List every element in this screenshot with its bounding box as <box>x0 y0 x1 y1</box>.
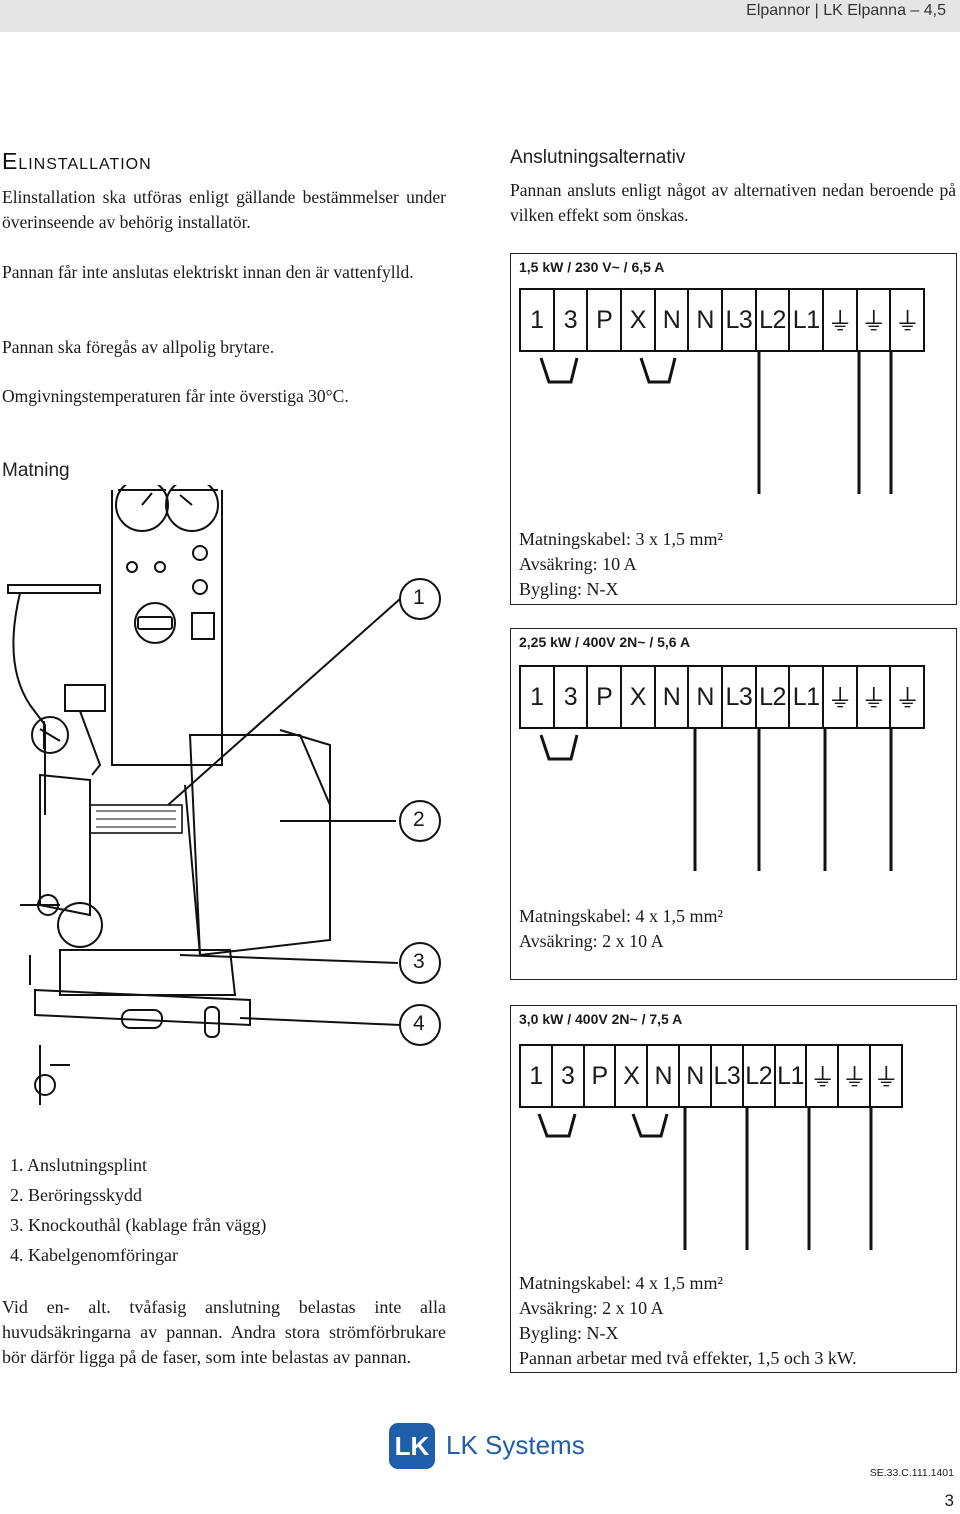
page-number: 3 <box>944 1491 954 1510</box>
option-2-title: 2,25 kW / 400V 2N~ / 5,6 A <box>519 634 691 650</box>
alternatives-heading: Anslutningsalternativ <box>510 147 686 168</box>
ground-icon: ⏚ <box>824 667 858 727</box>
terminal-n2: N <box>689 667 724 727</box>
option-3-bridge: Bygling: N-X <box>519 1323 619 1343</box>
ground-icon: ⏚ <box>873 1064 899 1092</box>
ground-icon: ⏚ <box>839 1046 872 1106</box>
option-3-box: 3,0 kW / 400V 2N~ / 7,5 A 1 3 P X N N L3… <box>510 1005 957 1373</box>
terminal-n1: N <box>656 290 690 350</box>
callout-4: 4 <box>413 1012 425 1035</box>
terminal-n1: N <box>656 667 690 727</box>
terminal-block-1: 1 3 P X N N L3 L2 L1 ⏚ ⏚ ⏚ <box>519 288 925 352</box>
terminal-x: X <box>622 290 656 350</box>
option-3-title: 3,0 kW / 400V 2N~ / 7,5 A <box>519 1011 683 1027</box>
ground-icon: ⏚ <box>894 308 920 336</box>
option-3-fuse: Avsäkring: 2 x 10 A <box>519 1298 664 1318</box>
legend-item-2: 2. Beröringsskydd <box>10 1185 142 1205</box>
terminal-1: 1 <box>521 667 555 727</box>
terminal-l1: L1 <box>790 290 825 350</box>
terminal-l1: L1 <box>776 1046 808 1106</box>
option-3-note: Pannan arbetar med två effekter, 1,5 och… <box>519 1348 857 1368</box>
option-2-box: 2,25 kW / 400V 2N~ / 5,6 A 1 3 P X N N L… <box>510 628 957 980</box>
legend-list: 1. Anslutningsplint 2. Beröringsskydd 3.… <box>10 1150 266 1270</box>
terminal-n2: N <box>689 290 724 350</box>
terminal-p: P <box>588 667 623 727</box>
terminal-l3: L3 <box>712 1046 744 1106</box>
terminal-block-2: 1 3 P X N N L3 L2 L1 ⏚ ⏚ ⏚ <box>519 665 925 729</box>
ground-icon: ⏚ <box>858 667 892 727</box>
wiring-1 <box>539 352 893 494</box>
terminal-x: X <box>616 1046 649 1106</box>
terminal-3: 3 <box>555 667 589 727</box>
callout-2: 2 <box>413 808 425 831</box>
paragraph-4: Omgivningstemperaturen får inte överstig… <box>2 386 349 406</box>
ground-icon: ⏚ <box>824 290 858 350</box>
ground-icon: ⏚ <box>894 685 920 713</box>
terminal-l2: L2 <box>757 290 791 350</box>
terminal-l3: L3 <box>723 290 757 350</box>
terminal-n1: N <box>648 1046 681 1106</box>
header-title: Elpannor | LK Elpanna – 4,5 <box>746 2 946 19</box>
terminal-p: P <box>588 290 623 350</box>
option-2-cable: Matningskabel: 4 x 1,5 mm² <box>519 906 723 926</box>
paragraph-1: Elinstallation ska utföras enligt gällan… <box>2 187 446 232</box>
terminal-n2: N <box>680 1046 712 1106</box>
terminal-l2: L2 <box>757 667 791 727</box>
terminal-l3: L3 <box>723 667 757 727</box>
option-1-cable: Matningskabel: 3 x 1,5 mm² <box>519 529 723 549</box>
alternatives-intro: Pannan ansluts enligt något av alternati… <box>510 180 956 225</box>
option-2-fuse: Avsäkring: 2 x 10 A <box>519 931 664 951</box>
terminal-3: 3 <box>553 1046 585 1106</box>
terminal-l1: L1 <box>790 667 825 727</box>
wiring-2 <box>539 729 893 871</box>
terminal-x: X <box>622 667 656 727</box>
callout-3: 3 <box>413 950 425 973</box>
boiler-illustration <box>7 485 441 1105</box>
ground-icon: ⏚ <box>858 290 892 350</box>
lk-logo-icon: LK <box>389 1423 435 1469</box>
wiring-3 <box>537 1108 873 1250</box>
terminal-block-3: 1 3 P X N N L3 L2 L1 ⏚ ⏚ ⏚ <box>519 1044 903 1108</box>
page-header: Elpannor | LK Elpanna – 4,5 <box>0 0 960 32</box>
lk-logo-letters: LK <box>394 1430 430 1461</box>
legend-item-1: 1. Anslutningsplint <box>10 1155 148 1175</box>
terminal-1: 1 <box>521 1046 553 1106</box>
terminal-1: 1 <box>521 290 555 350</box>
document-code: SE.33.C.111.1401 <box>869 1467 954 1479</box>
brand-name: LK Systems <box>446 1430 585 1460</box>
paragraph-2: Pannan får inte anslutas elektriskt inna… <box>2 262 414 282</box>
callout-1: 1 <box>413 586 425 609</box>
legend-item-4: 4. Kabelgenomföringar <box>10 1245 178 1265</box>
section-title: Elinstallation <box>2 148 152 174</box>
option-3-cable: Matningskabel: 4 x 1,5 mm² <box>519 1273 723 1293</box>
terminal-p: P <box>585 1046 617 1106</box>
terminal-3: 3 <box>555 290 589 350</box>
paragraph-3: Pannan ska föregås av allpolig brytare. <box>2 337 275 357</box>
option-1-fuse: Avsäkring: 10 A <box>519 554 637 574</box>
ground-icon: ⏚ <box>807 1046 840 1106</box>
terminal-l2: L2 <box>744 1046 776 1106</box>
option-1-title: 1,5 kW / 230 V~ / 6,5 A <box>519 259 665 275</box>
legend-item-3: 3. Knockouthål (kablage från vägg) <box>10 1215 267 1235</box>
option-1-box: 1,5 kW / 230 V~ / 6,5 A 1 3 P X N N L3 L… <box>510 253 957 605</box>
option-1-bridge: Bygling: N-X <box>519 579 619 599</box>
phase-note: Vid en- alt. tvåfasig anslutning belasta… <box>2 1297 446 1367</box>
matning-heading: Matning <box>2 460 70 481</box>
